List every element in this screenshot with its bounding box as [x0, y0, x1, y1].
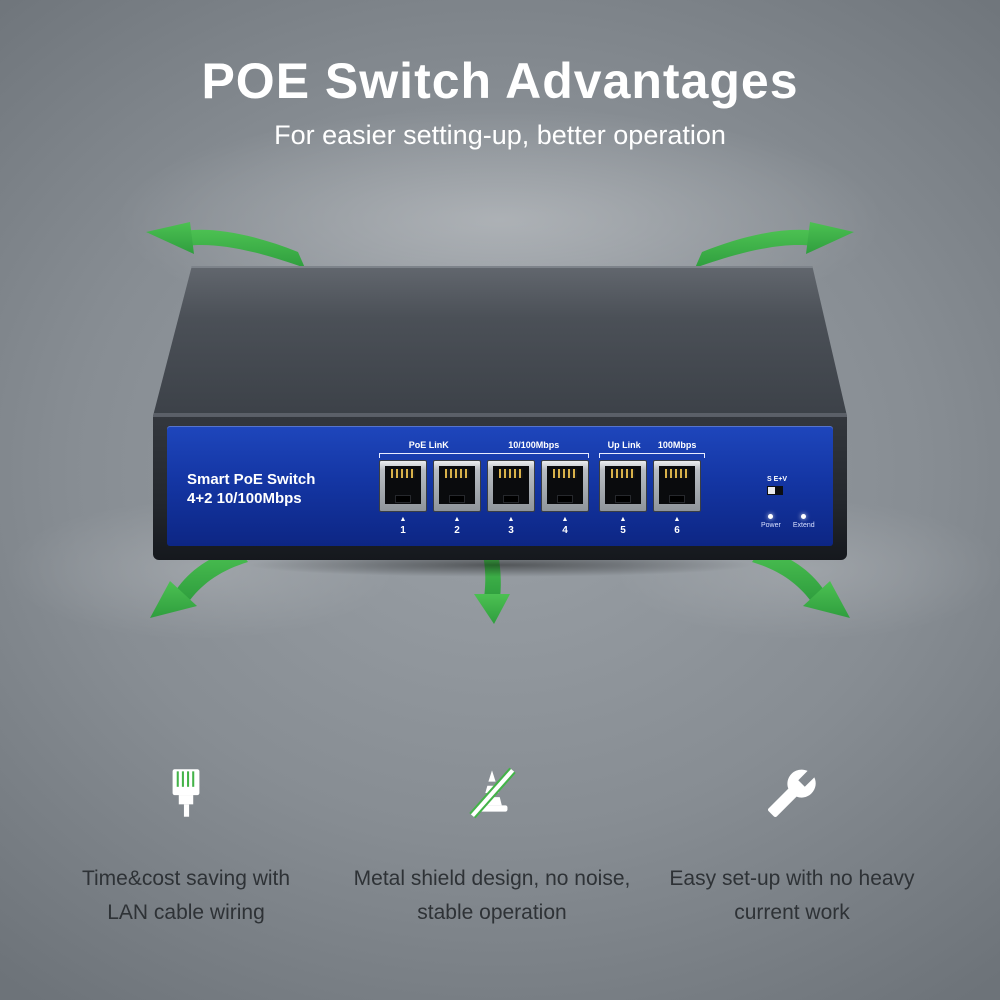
- extend-led-icon: [801, 514, 807, 519]
- poe-group-speed: 10/100Mbps: [508, 440, 560, 450]
- power-led: Power: [761, 514, 781, 530]
- port-3: ▲ 3: [487, 460, 535, 536]
- feature-caption-line2: stable operation: [417, 901, 567, 924]
- port-arrow-icon: ▲: [561, 516, 569, 523]
- power-led-label: Power: [761, 522, 781, 529]
- feature-caption-line2: current work: [734, 901, 850, 924]
- port-1: ▲ 1: [379, 460, 427, 536]
- uplink-port-group: Up Link 100Mbps ▲ 5 ▲ 6: [599, 440, 705, 536]
- wrench-icon: [737, 738, 847, 848]
- port-number: 1: [400, 525, 406, 536]
- rj45-port-icon: [433, 460, 481, 512]
- rj45-port-icon: [379, 460, 427, 512]
- dip-switch-icon: [767, 486, 783, 495]
- uplink-group-bracket: [599, 453, 705, 458]
- feature-easy-setup: Easy set-up with no heavy current work: [632, 738, 952, 930]
- dip-switch-label: S E+V: [767, 476, 788, 483]
- port-arrow-icon: ▲: [399, 516, 407, 523]
- arrow-top-left-icon: [146, 222, 305, 268]
- uplink-group-speed: 100Mbps: [657, 440, 697, 450]
- dip-switch: S E+V: [767, 476, 787, 495]
- rj45-port-icon: [599, 460, 647, 512]
- arrow-top-right-icon: [695, 222, 854, 268]
- device-name-line1: Smart PoE Switch: [187, 471, 316, 488]
- rj45-port-icon: [653, 460, 701, 512]
- feature-caption-line2: LAN cable wiring: [107, 901, 265, 924]
- port-4: ▲ 4: [541, 460, 589, 536]
- port-number: 2: [454, 525, 460, 536]
- extend-led: Extend: [793, 514, 815, 530]
- page-title: POE Switch Advantages: [201, 53, 799, 109]
- feature-caption-line1: Easy set-up with no heavy: [669, 867, 915, 890]
- device-top-face: [153, 266, 847, 416]
- port-number: 5: [620, 525, 626, 536]
- device-name-line2: 4+2 10/100Mbps: [187, 490, 302, 507]
- port-arrow-icon: ▲: [453, 516, 461, 523]
- device-name-label: Smart PoE Switch 4+2 10/100Mbps: [187, 470, 315, 508]
- port-arrow-icon: ▲: [507, 516, 515, 523]
- port-arrow-icon: ▲: [619, 516, 627, 523]
- feature-caption-line1: Time&cost saving with: [81, 867, 291, 890]
- uplink-group-label: Up Link: [607, 440, 641, 450]
- extend-led-label: Extend: [792, 522, 815, 529]
- status-leds: Power Extend: [761, 514, 815, 530]
- lan-connector-icon: [131, 738, 241, 848]
- port-2: ▲ 2: [433, 460, 481, 536]
- power-led-icon: [768, 514, 774, 519]
- device-front-face: Smart PoE Switch 4+2 10/100Mbps PoE LinK…: [153, 416, 847, 560]
- port-6: ▲ 6: [653, 460, 701, 536]
- port-5: ▲ 5: [599, 460, 647, 536]
- rj45-port-icon: [541, 460, 589, 512]
- poe-group-bracket: [379, 453, 589, 458]
- feature-caption-line1: Metal shield design, no noise,: [353, 867, 631, 890]
- poe-port-group: PoE LinK 10/100Mbps ▲ 1 ▲ 2: [379, 440, 589, 536]
- port-arrow-icon: ▲: [673, 516, 681, 523]
- port-number: 3: [508, 525, 514, 536]
- feature-no-noise: Metal shield design, no noise, stable op…: [332, 738, 652, 930]
- port-number: 6: [674, 525, 680, 536]
- no-noise-icon: [437, 738, 547, 848]
- rj45-port-icon: [487, 460, 535, 512]
- page-subtitle: For easier setting-up, better operation: [274, 120, 726, 150]
- device-front-panel: Smart PoE Switch 4+2 10/100Mbps PoE LinK…: [167, 426, 833, 546]
- poe-group-label: PoE LinK: [408, 440, 449, 450]
- port-number: 4: [562, 525, 568, 536]
- poe-switch-device: Smart PoE Switch 4+2 10/100Mbps PoE LinK…: [153, 266, 847, 562]
- feature-lan-wiring: Time&cost saving with LAN cable wiring: [26, 738, 346, 930]
